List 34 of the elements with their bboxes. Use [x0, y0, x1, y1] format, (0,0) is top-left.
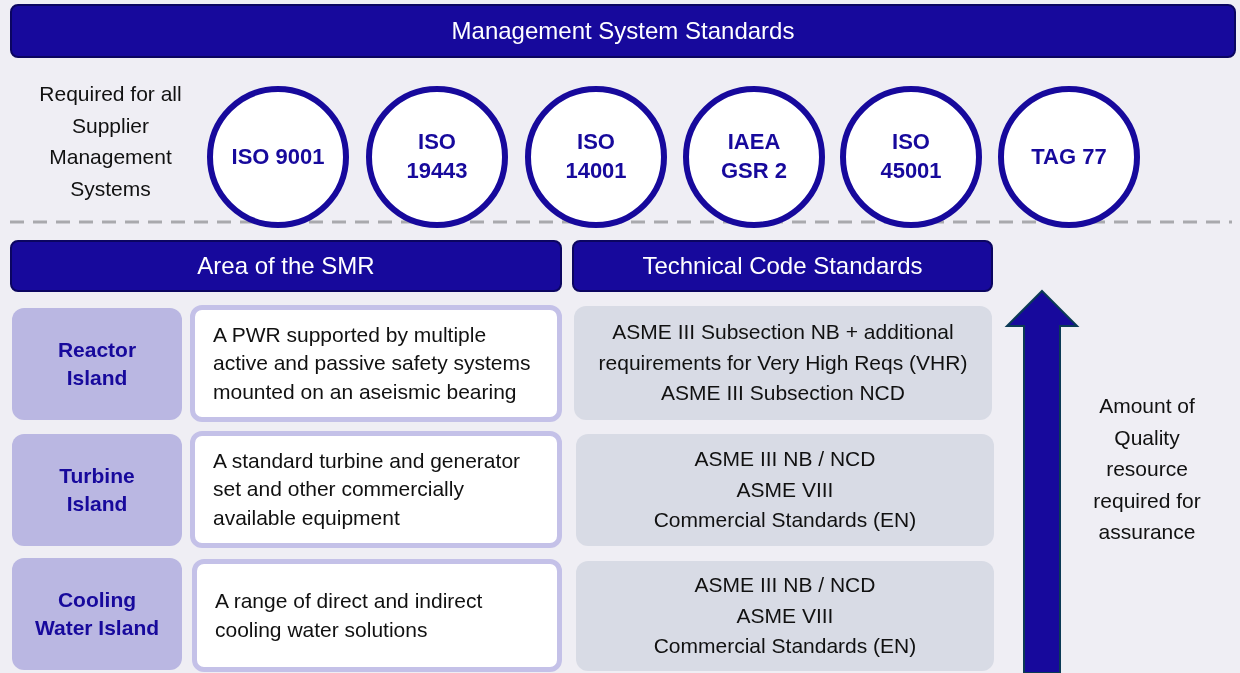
standard-label: ISO 19443 — [405, 128, 469, 185]
standard-text: ASME VIII — [736, 476, 834, 503]
area-cell — [12, 434, 182, 546]
axis-note: Amount of Quality resource required for assurance — [1092, 393, 1202, 545]
standard-text: ASME III Subsection NB + additional requirements for Very High Reqs (VHR) — [597, 319, 969, 376]
standard-label: ISO 45001 — [879, 128, 943, 185]
standard-text: ASME VIII — [736, 602, 834, 629]
header-band — [10, 240, 562, 292]
area-name: Turbine Island — [58, 462, 136, 517]
requirement-note: Required for all Supplier Management Systems — [38, 81, 183, 202]
description-text: A PWR supported by multiple active and passive safety systems mounted on an aseismic bearing — [213, 322, 532, 405]
standard-label: ISO 9001 — [231, 142, 325, 171]
description-box — [190, 431, 562, 548]
standard-text: ASME III Subsection NCD — [661, 380, 905, 407]
standard-text: ASME III NB / NCD — [694, 572, 876, 599]
standard-label: TAG 77 — [1031, 142, 1107, 171]
standard-text: Commercial Standards (EN) — [653, 633, 917, 660]
area-cell — [12, 308, 182, 420]
standard-label: IAEA GSR 2 — [720, 128, 788, 185]
header-text: Area of the SMR — [197, 252, 375, 280]
header-text: Management System Standards — [451, 17, 795, 45]
standard-label: ISO 14001 — [564, 128, 628, 185]
header-text: Technical Code Standards — [642, 252, 923, 280]
header-band — [10, 4, 1236, 58]
description-text: A range of direct and indirect cooling water solutions — [215, 588, 484, 643]
area-name: Reactor Island — [56, 336, 138, 391]
area-cell — [12, 558, 182, 670]
area-name: Cooling Water Island — [33, 586, 161, 641]
standard-text: ASME III NB / NCD — [694, 446, 876, 473]
standard-text: Commercial Standards (EN) — [653, 507, 917, 534]
description-box — [192, 559, 562, 672]
description-box — [190, 305, 562, 422]
description-text: A standard turbine and generator set and other commercially available equipment — [213, 448, 522, 531]
header-band — [572, 240, 993, 292]
